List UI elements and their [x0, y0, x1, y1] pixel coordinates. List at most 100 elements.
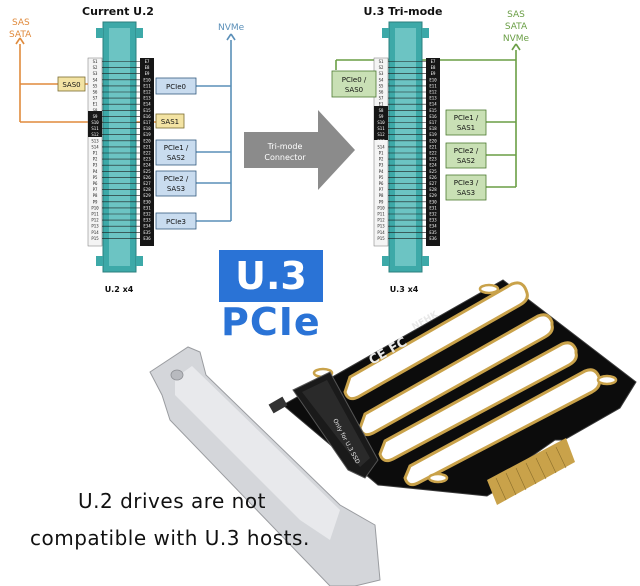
pin-label: E16	[143, 114, 151, 119]
pin-label: S13	[377, 138, 385, 143]
pcie1-sas1-box-right	[445, 109, 487, 136]
pin-label: P12	[91, 218, 99, 223]
sas1-box	[155, 113, 185, 129]
u3-pins-left: S1S2S3S4S5S6S7E1S8S9S10S11S12S13S14P1P2P…	[377, 59, 385, 241]
pin-label: E14	[429, 102, 437, 107]
pin-label: E25	[143, 169, 151, 174]
pcie1-label-left: PCIe1 /	[164, 144, 189, 152]
pin-label: E20	[143, 138, 151, 143]
pin-label: P8	[379, 193, 384, 198]
arrow-shape	[244, 110, 355, 190]
pin-label: E27	[429, 181, 437, 186]
pin-label: E28	[143, 187, 151, 192]
pin-label: E22	[429, 151, 437, 156]
pin-label: E15	[143, 108, 151, 113]
pin-label: E21	[429, 144, 437, 149]
u3-badge: U.3	[219, 250, 323, 302]
pin-label: P15	[377, 236, 385, 241]
right-diagram-title: U.3 Tri-mode	[363, 5, 442, 18]
pin-label: P15	[91, 236, 99, 241]
pin-label: P11	[377, 212, 385, 217]
sas1-label-right: SAS1	[457, 124, 475, 132]
pcie-label: PCIe	[221, 300, 321, 344]
pin-label: E26	[143, 175, 151, 180]
arrow-line2: Connector	[264, 153, 306, 162]
pin-label: P1	[93, 151, 98, 156]
pin-label: E9	[431, 71, 436, 76]
sas-label-right: SAS	[507, 10, 525, 20]
pin-label: P2	[379, 157, 384, 162]
pin-label: S12	[377, 132, 385, 137]
pin-label: E30	[143, 199, 151, 204]
pin-label: P3	[379, 163, 384, 168]
u2-pin-column-right	[140, 58, 154, 246]
pin-label: E35	[429, 230, 437, 235]
pin-label: E23	[429, 157, 437, 162]
nvme-label-right: NVMe	[503, 34, 530, 44]
pin-label: P11	[91, 212, 99, 217]
pin-label: E18	[143, 126, 151, 131]
pcie3-box-left	[155, 212, 197, 230]
u3-pin-column-right	[426, 58, 440, 246]
pcie0-label-left: PCIe0	[166, 83, 186, 91]
pin-label: E22	[143, 151, 151, 156]
pin-label: P14	[377, 230, 385, 235]
pin-label: S14	[91, 144, 99, 149]
pin-label: E1	[93, 102, 98, 107]
pin-label: E13	[429, 96, 437, 101]
pin-label: S5	[379, 83, 384, 88]
pin-label: S10	[91, 120, 99, 125]
sas-label-left: SAS	[12, 18, 30, 28]
pin-label: E30	[429, 199, 437, 204]
pin-label: S1	[379, 59, 384, 64]
pin-label: E10	[429, 77, 437, 82]
sas2-label-left: SAS2	[167, 154, 185, 162]
left-diagram: Current U.2 SAS SATA NVMe	[9, 5, 245, 294]
pin-label: P6	[379, 181, 384, 186]
pcie0-box-left	[155, 77, 197, 95]
pin-label: E12	[143, 90, 151, 95]
pin-label: S2	[93, 65, 98, 70]
caption-line-2: compatible with U.3 hosts.	[30, 526, 310, 550]
right-diagram-footer: U.3 x4	[390, 285, 419, 294]
pin-label: E24	[143, 163, 151, 168]
pin-label: E11	[429, 83, 437, 88]
pin-label: E33	[143, 218, 151, 223]
pin-label: E21	[143, 144, 151, 149]
product-illustration: NFHK CE FC Only for U.3 SSD	[149, 279, 637, 586]
pin-label: S8	[379, 108, 384, 113]
pcie3-sas3-box-right	[445, 174, 487, 201]
sas0-label-right: SAS0	[345, 86, 363, 94]
pcie2-sas3-box-left	[155, 170, 197, 197]
pin-label: S7	[379, 96, 384, 101]
pin-label: S2	[379, 65, 384, 70]
pin-label: E28	[429, 187, 437, 192]
pcie3-label-left: PCIe3	[166, 218, 186, 226]
pin-label: E10	[143, 77, 151, 82]
pin-label: S10	[377, 120, 385, 125]
sas0-box	[57, 76, 86, 92]
pin-label: P9	[379, 199, 384, 204]
pin-label: P13	[377, 224, 385, 229]
pin-label: E13	[143, 96, 151, 101]
pin-label: P7	[93, 187, 98, 192]
u3-traces	[388, 61, 426, 239]
pin-label: E35	[143, 230, 151, 235]
pin-label: S11	[377, 126, 385, 131]
left-diagram-title: Current U.2	[82, 5, 154, 18]
pin-label: S6	[379, 90, 384, 95]
mount-hole	[478, 283, 500, 295]
pin-label: P14	[91, 230, 99, 235]
pin-label: E33	[429, 218, 437, 223]
pin-label: P6	[93, 181, 98, 186]
pcie2-label-left: PCIe2 /	[164, 175, 189, 183]
nvme-lines-left	[196, 33, 236, 222]
pin-label: P2	[93, 157, 98, 162]
pcie0-sas0-box-right	[331, 70, 377, 98]
pin-label: E19	[143, 132, 151, 137]
pcie1-sas2-box-left	[155, 139, 197, 166]
caption-line-1: U.2 drives are not	[78, 489, 266, 513]
pin-label: P3	[93, 163, 98, 168]
pcie2-label-right: PCIe2 /	[454, 147, 479, 155]
